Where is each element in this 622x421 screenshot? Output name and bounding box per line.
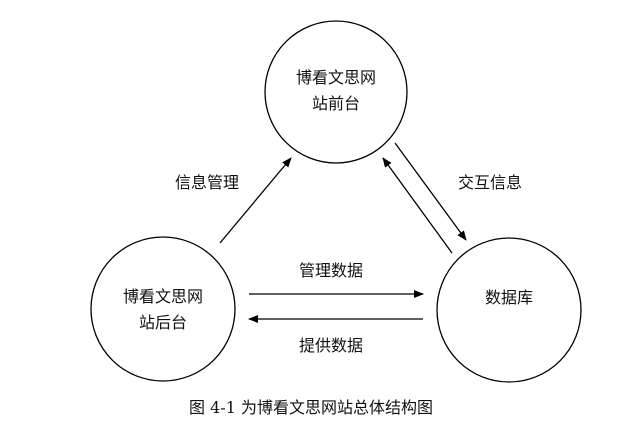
edge-label-manage-data: 管理数据 [299, 261, 363, 280]
edge-label-info-manage: 信息管理 [175, 173, 239, 192]
edge-label-provide-data: 提供数据 [299, 336, 363, 355]
edge-label-interaction: 交互信息 [458, 173, 522, 192]
figure-caption: 图 4-1 为博看文思网站总体结构图 [189, 398, 433, 417]
arrow-info-manage [219, 157, 292, 244]
front-end-label-line1: 博看文思网 [296, 68, 376, 87]
back-end-label-line2: 站后台 [139, 313, 187, 332]
front-end-label-line2: 站前台 [312, 94, 360, 113]
arrow-interaction-down [394, 142, 467, 241]
arrow-interaction-up [382, 157, 453, 254]
back-end-node [90, 236, 236, 382]
front-end-node [264, 20, 408, 164]
database-node [436, 237, 582, 383]
back-end-label-line1: 博看文思网 [123, 287, 203, 306]
database-label: 数据库 [485, 288, 533, 307]
